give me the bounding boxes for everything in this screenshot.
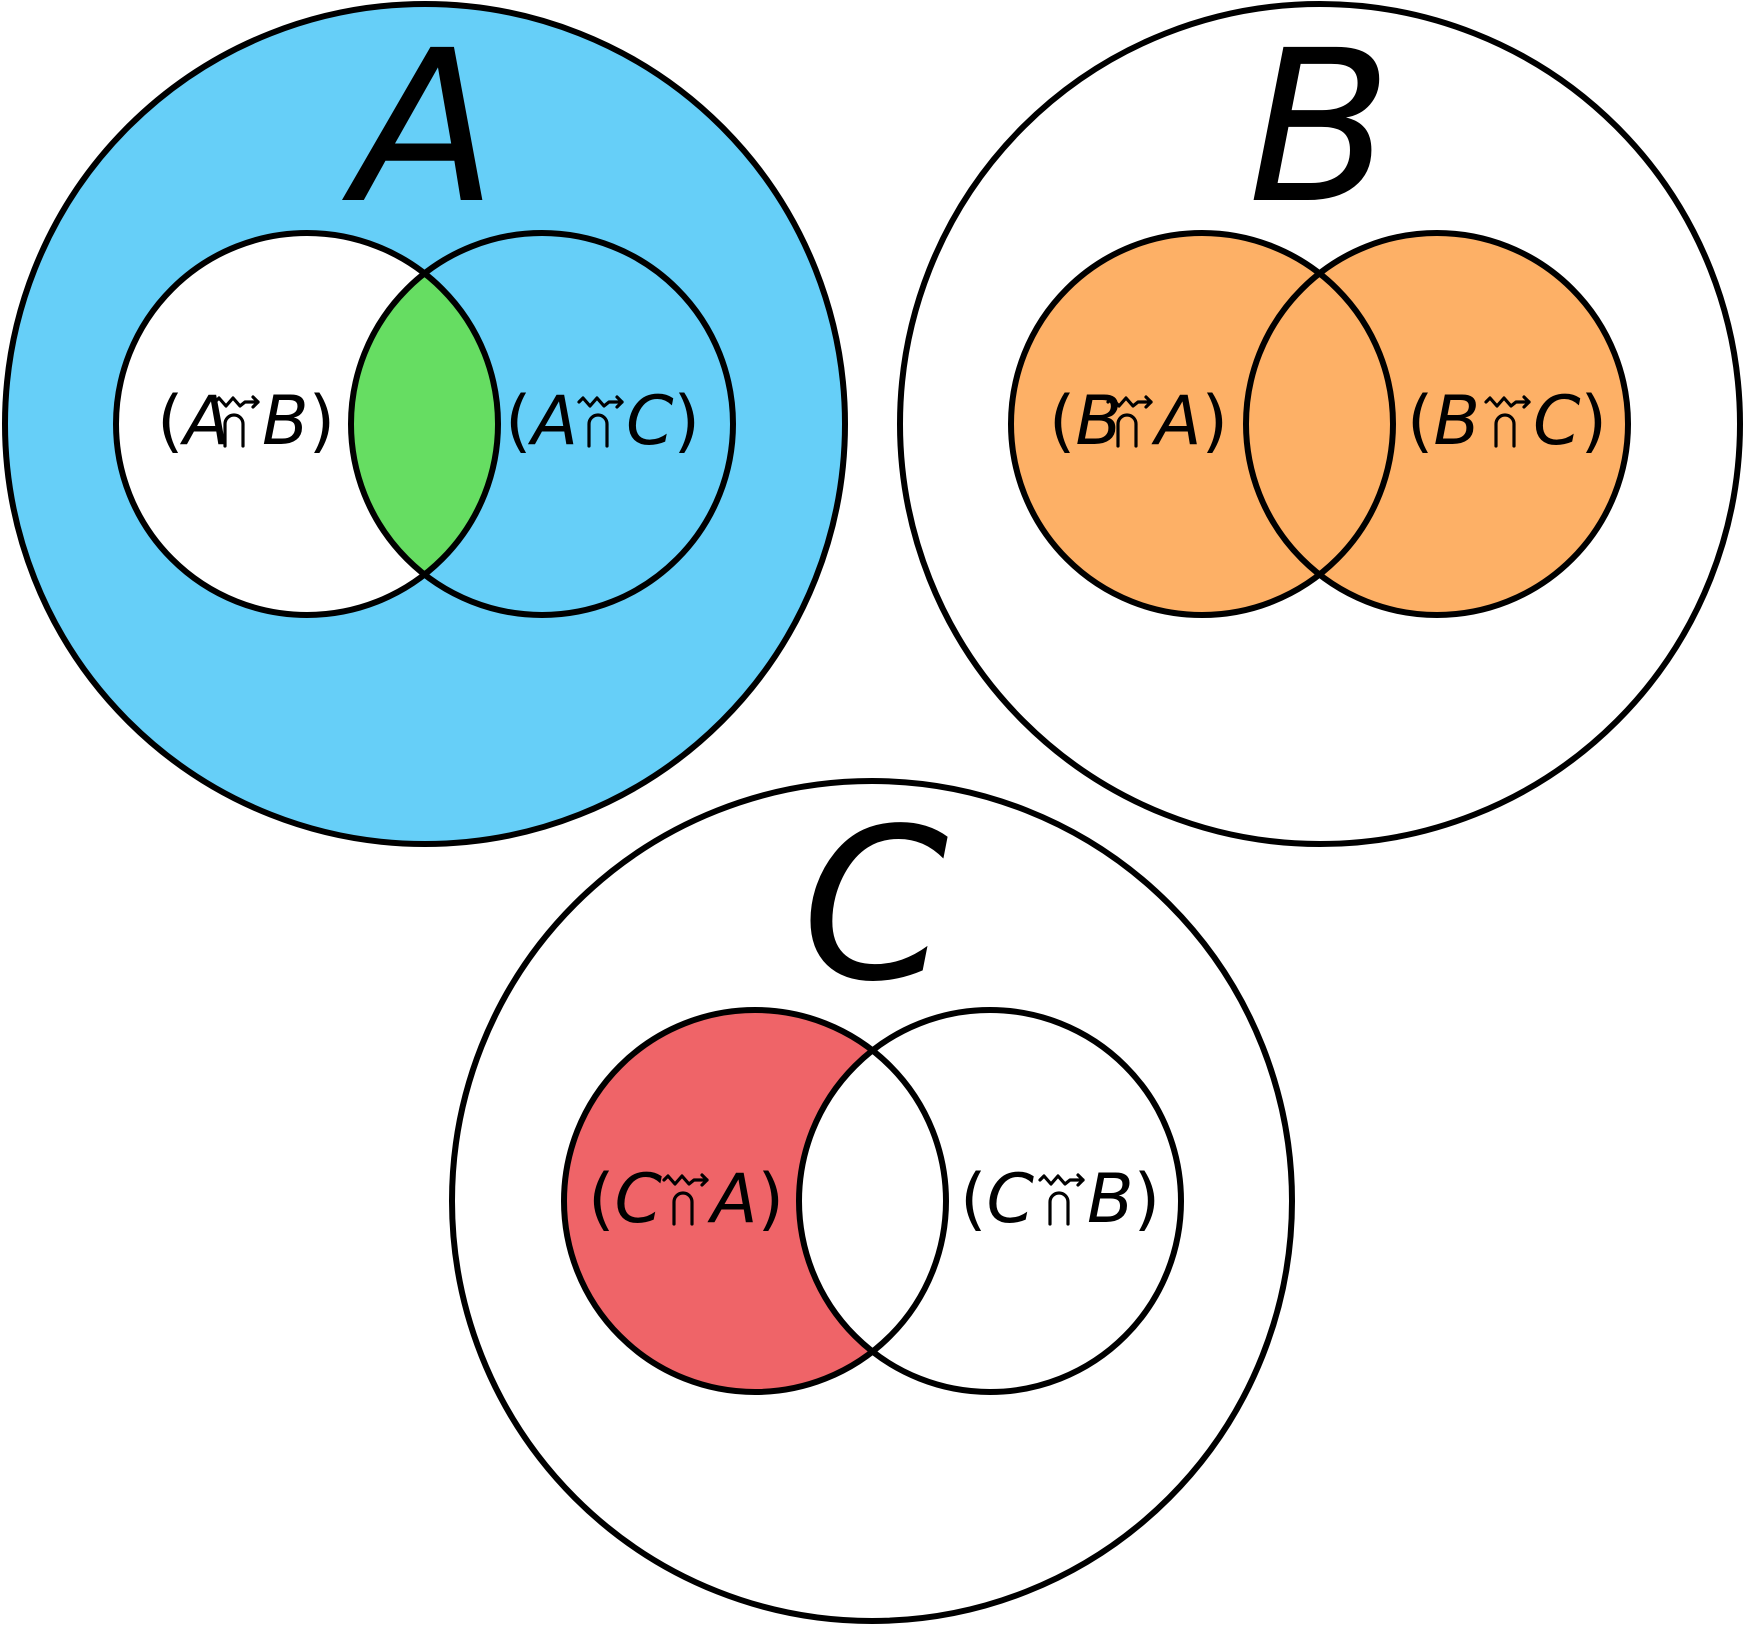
label-c-a-left: (C — [588, 1160, 663, 1239]
label-b-a-left: (B — [1049, 382, 1122, 461]
open-paren: ( — [1049, 382, 1076, 461]
close-paren: ) — [673, 382, 700, 461]
set-c-right-circle — [796, 1007, 1184, 1395]
set-c-left-circle — [561, 1007, 949, 1395]
label-a-b-right: B) — [262, 382, 335, 461]
open-paren: ( — [588, 1160, 615, 1239]
label-var-left: B — [1433, 382, 1480, 461]
label-var-right: A — [707, 1160, 758, 1239]
panel-b: B (B A) (B C) — [897, 1, 1743, 847]
label-b-a-right: A) — [1151, 382, 1228, 461]
set-a-title: A — [341, 5, 497, 250]
set-a-left-circle — [113, 230, 501, 618]
label-var-left: C — [615, 1160, 663, 1239]
set-c-intersection-region — [799, 1010, 946, 1392]
label-var-right: A — [1151, 382, 1202, 461]
label-b-c-right: C) — [1533, 382, 1607, 461]
set-a-intersection-region — [351, 233, 498, 615]
label-c-b-right: B) — [1087, 1160, 1160, 1239]
set-b-right-region — [1246, 233, 1628, 615]
set-a-right-circle — [348, 230, 736, 618]
close-paren: ) — [1134, 1160, 1161, 1239]
open-paren: ( — [157, 382, 184, 461]
open-paren: ( — [960, 1160, 987, 1239]
set-c-title: C — [802, 783, 949, 1028]
label-var-left: A — [527, 382, 578, 461]
label-var-left: B — [1075, 382, 1122, 461]
close-paren: ) — [758, 1160, 785, 1239]
close-paren: ) — [309, 382, 336, 461]
label-var-right: C — [1533, 382, 1581, 461]
panel-a: A (A B) (A C) — [2, 1, 848, 847]
label-b-c-left: (B — [1407, 382, 1480, 461]
label-a-c-left: (A — [505, 382, 578, 461]
label-var-left: A — [179, 382, 230, 461]
set-b-right-circle — [1243, 230, 1631, 618]
label-a-b-left: (A — [157, 382, 230, 461]
label-var-left: C — [987, 1160, 1035, 1239]
label-var-right: B — [262, 382, 309, 461]
set-b-title: B — [1248, 5, 1392, 250]
open-paren: ( — [505, 382, 532, 461]
close-paren: ) — [1202, 382, 1229, 461]
label-c-a-right: A) — [707, 1160, 784, 1239]
open-paren: ( — [1407, 382, 1434, 461]
label-var-right: B — [1087, 1160, 1134, 1239]
panel-c: C (C A) (C B) — [449, 778, 1295, 1624]
close-paren: ) — [1580, 382, 1607, 461]
label-a-c-right: C) — [626, 382, 700, 461]
set-b-left-circle — [1008, 230, 1396, 618]
label-var-right: C — [626, 382, 674, 461]
label-c-b-left: (C — [960, 1160, 1035, 1239]
